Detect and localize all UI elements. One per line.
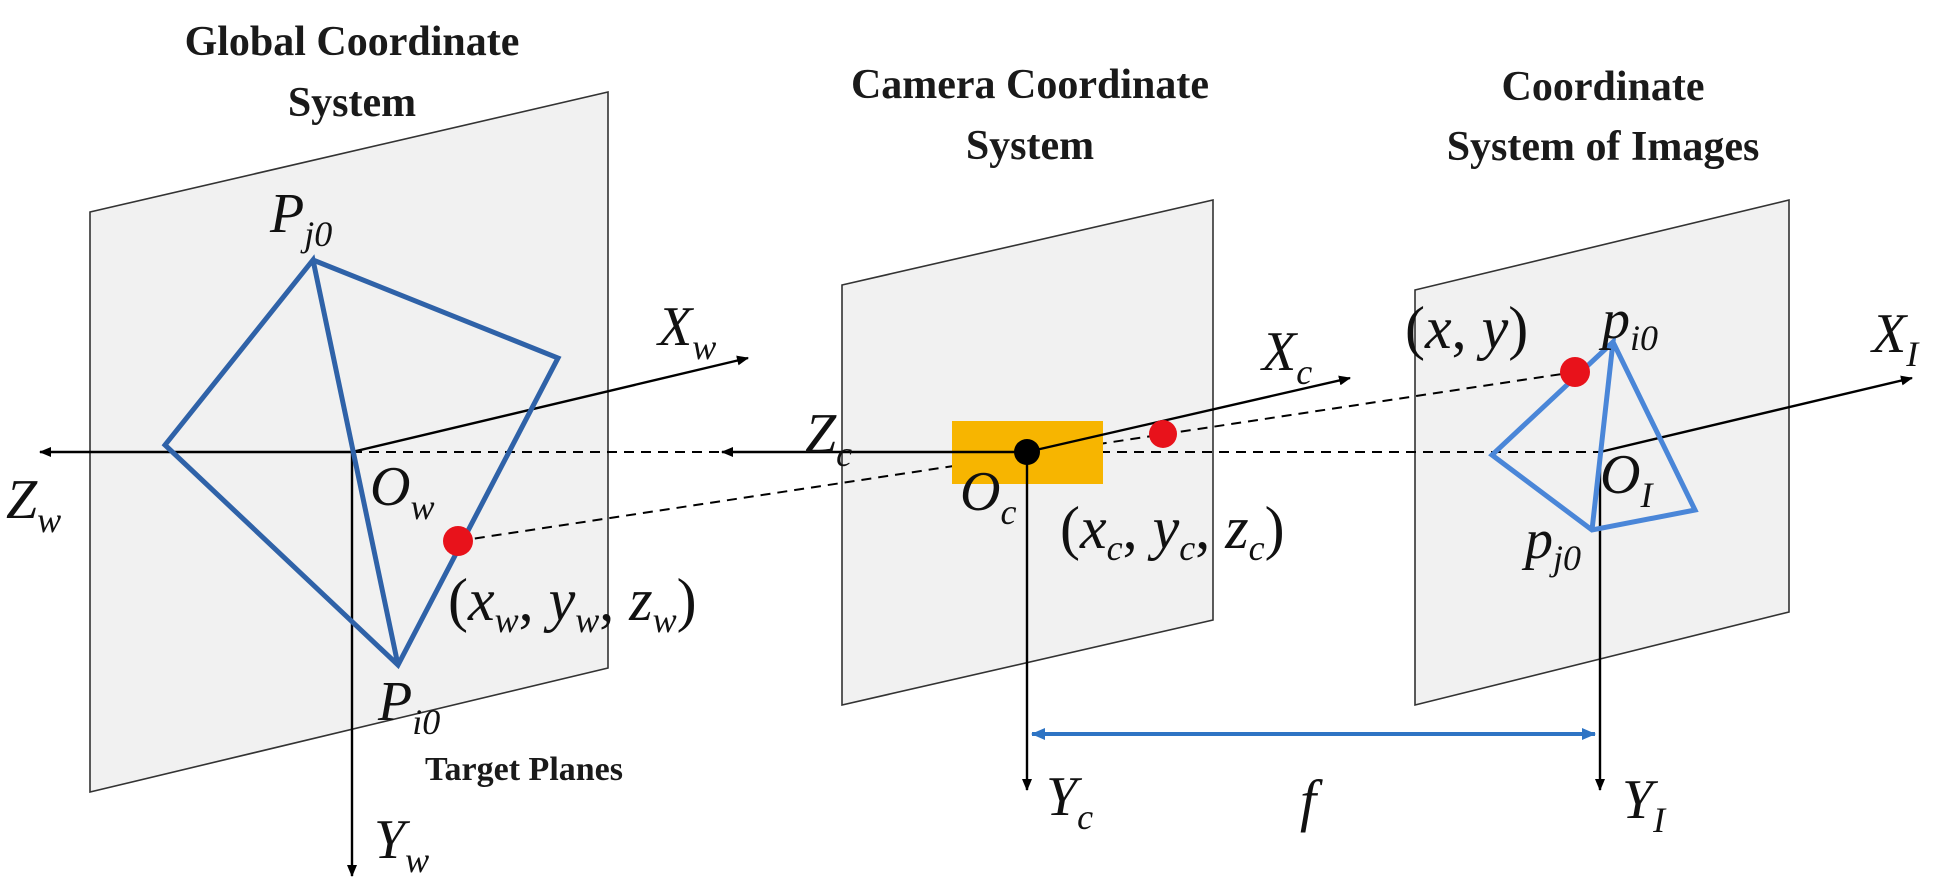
- title-image-line1: Coordinate: [1502, 64, 1705, 110]
- image-x-label: XI: [1870, 303, 1920, 374]
- image-point: [1560, 357, 1590, 387]
- world-pj-label: Pj0: [269, 183, 332, 254]
- world-x-label: Xw: [656, 296, 716, 367]
- world-z-label: Zw: [6, 469, 61, 540]
- camera-origin-label: Oc: [960, 461, 1016, 532]
- title-camera-line1: Camera Coordinate: [851, 62, 1209, 108]
- title-image-line2: System of Images: [1447, 124, 1760, 170]
- image-pi-label: pi0: [1598, 289, 1658, 358]
- world-x-axis: [351, 355, 749, 454]
- image-x-axis: [1599, 375, 1913, 454]
- world-pi-label: Pi0: [377, 671, 440, 742]
- image-y-label: YI: [1622, 769, 1667, 840]
- image-pj-label: pj0: [1521, 509, 1581, 578]
- world-y-label: Yw: [374, 809, 429, 880]
- target-planes-label: Target Planes: [425, 751, 623, 788]
- camera-origin-dot: [1014, 439, 1040, 465]
- image-quad: [1488, 335, 1699, 533]
- world-point: [443, 526, 473, 556]
- world-origin-label: Ow: [370, 456, 434, 527]
- camera-x-axis: [1026, 375, 1351, 454]
- title-camera-line2: System: [966, 123, 1094, 169]
- camera-x-label: Xc: [1260, 321, 1312, 392]
- image-origin-label: OI: [1600, 444, 1654, 515]
- camera-point: [1149, 420, 1177, 448]
- image-point-label: (x, y): [1405, 295, 1528, 361]
- camera-y-label: Yc: [1046, 766, 1093, 837]
- title-global-line1: Global Coordinate: [185, 19, 520, 65]
- camera-point-label: (xc, yc, zc): [1060, 495, 1285, 568]
- world-point-label: (xw, yw, zw): [448, 567, 697, 640]
- camera-z-label: Zc: [805, 403, 852, 474]
- title-global-line2: System: [288, 80, 416, 126]
- focal-length-label: f: [1300, 768, 1323, 833]
- world-target-quad: [161, 254, 562, 670]
